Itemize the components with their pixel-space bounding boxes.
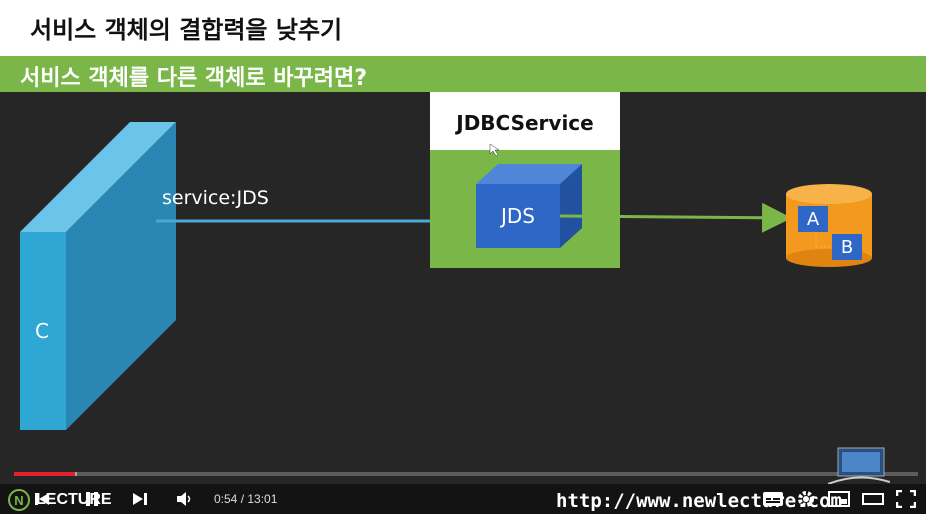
- db-table-b: B: [841, 237, 853, 258]
- component-c: C: [20, 122, 176, 430]
- fullscreen-button[interactable]: [896, 490, 916, 508]
- next-button[interactable]: [128, 486, 152, 512]
- volume-button[interactable]: [172, 486, 196, 512]
- play-icon: [86, 492, 98, 506]
- subtitles-button[interactable]: [762, 490, 784, 508]
- monitor-icon: [828, 447, 890, 485]
- brand: N LECTURE: [8, 488, 112, 512]
- theater-button[interactable]: [862, 490, 884, 508]
- db-arrow: [559, 202, 792, 233]
- miniplayer-icon: [828, 491, 850, 507]
- progress-played: [14, 472, 76, 476]
- subtitles-icon: [763, 492, 783, 506]
- diagram: C service:JDS JDBCService JDS: [20, 92, 872, 430]
- slide-canvas: C service:JDS JDBCService JDS: [0, 92, 926, 484]
- cube-label: JDS: [499, 204, 535, 228]
- slide-title-bar: 서비스 객체의 결합력을 낮추기: [0, 0, 926, 56]
- fullscreen-icon: [896, 490, 916, 508]
- slide-title: 서비스 객체의 결합력을 낮추기: [30, 16, 343, 44]
- progress-bar[interactable]: [14, 472, 918, 476]
- brand-logo: N: [8, 489, 30, 511]
- arrow-label: service:JDS: [162, 187, 269, 209]
- slide-subtitle: 서비스 객체를 다른 객체로 바꾸려면?: [20, 66, 367, 91]
- volume-icon: [177, 492, 191, 506]
- settings-icon: [798, 491, 814, 507]
- slide-subtitle-bar: 서비스 객체를 다른 객체로 바꾸려면?: [0, 56, 926, 92]
- time-display: 0:54 / 13:01: [214, 492, 278, 506]
- prev-icon: [35, 493, 49, 505]
- right-controls: [762, 486, 916, 512]
- next-icon: [133, 493, 147, 505]
- previous-button[interactable]: [30, 486, 54, 512]
- db-table-a: A: [807, 209, 820, 230]
- settings-button[interactable]: [796, 489, 816, 509]
- service-box-title: JDBCService: [454, 111, 593, 135]
- database-cylinder: A B: [786, 184, 872, 267]
- theater-icon: [862, 493, 884, 505]
- jds-cube: JDS: [476, 164, 582, 248]
- component-c-label: C: [35, 319, 49, 343]
- pause-button[interactable]: [80, 486, 104, 512]
- miniplayer-button[interactable]: [828, 490, 850, 508]
- brand-text: LECTURE: [36, 491, 112, 508]
- cursor-icon: [489, 143, 500, 157]
